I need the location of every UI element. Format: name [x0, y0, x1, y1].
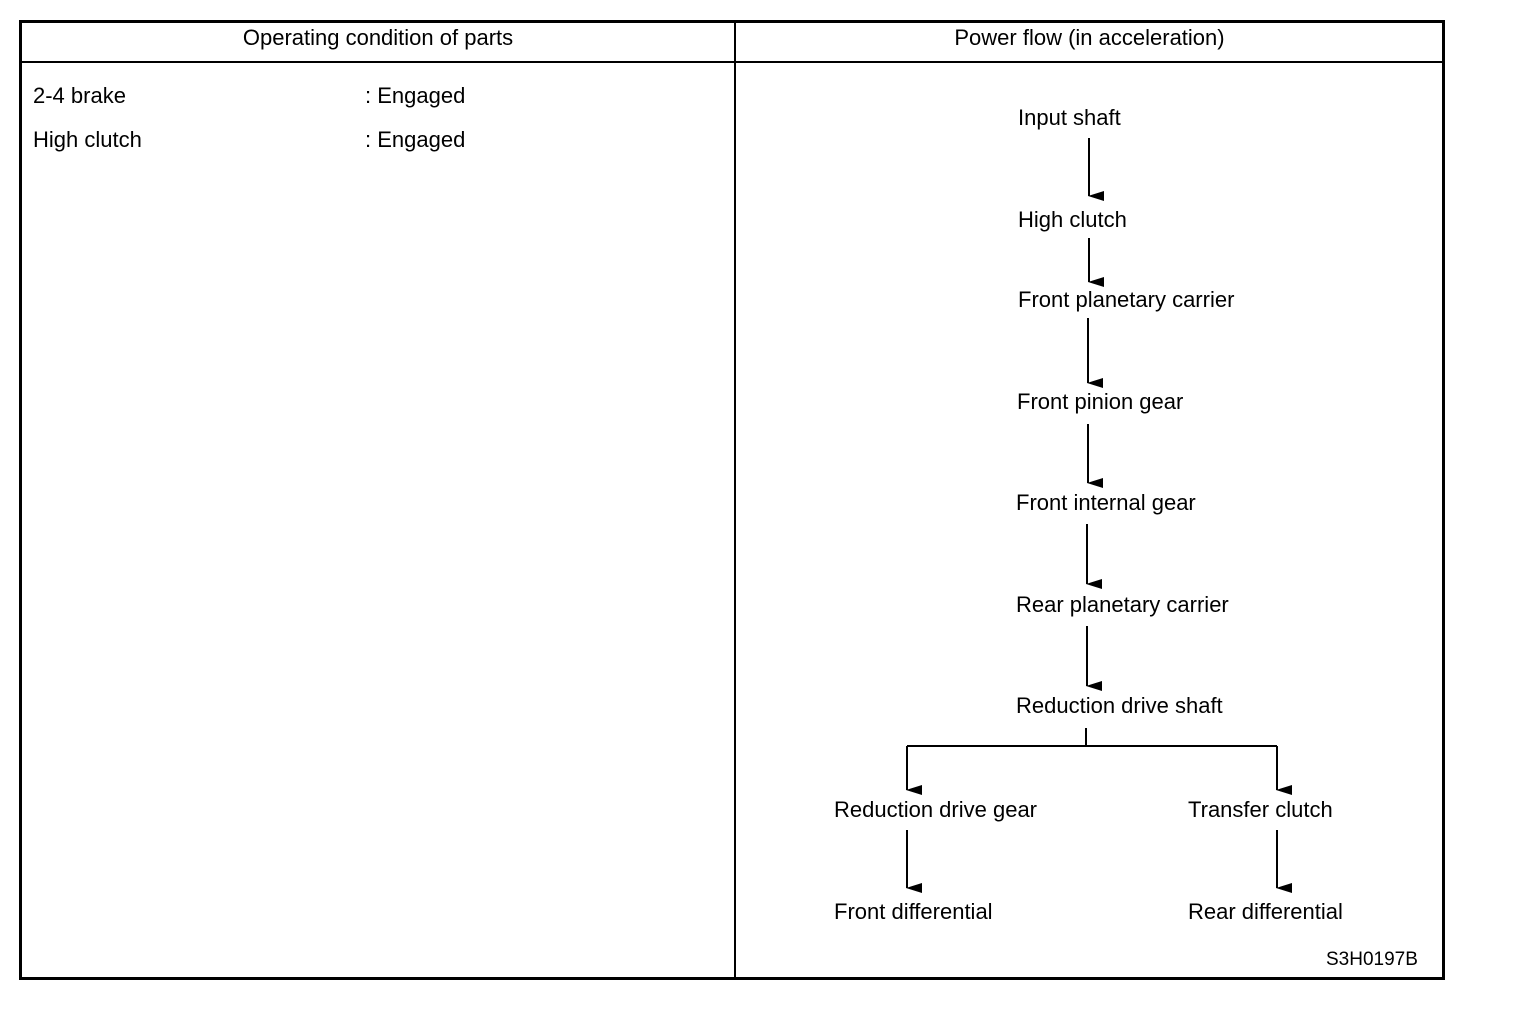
- header-divider: [19, 61, 1445, 63]
- flow-node-front-pinion-gear: Front pinion gear: [1017, 389, 1184, 414]
- condition-part-1: 2-4 brake: [33, 83, 126, 108]
- condition-state-2: : Engaged: [365, 127, 466, 152]
- flow-node-front-planetary-carrier: Front planetary carrier: [1018, 287, 1235, 312]
- flow-node-front-internal-gear: Front internal gear: [1016, 490, 1196, 515]
- flow-node-high-clutch: High clutch: [1018, 207, 1127, 232]
- condition-part-2: High clutch: [33, 127, 142, 152]
- flow-node-rear-differential: Rear differential: [1188, 899, 1343, 924]
- header-power-flow: Power flow (in acceleration): [954, 25, 1225, 50]
- flow-node-reduction-drive-gear: Reduction drive gear: [834, 797, 1038, 822]
- table-frame: [19, 20, 1445, 980]
- condition-state-1: : Engaged: [365, 83, 466, 108]
- figure-code: S3H0197B: [1326, 949, 1418, 970]
- header-operating-condition: Operating condition of parts: [242, 25, 514, 50]
- flow-node-reduction-drive-shaft: Reduction drive shaft: [1016, 693, 1223, 718]
- flow-node-transfer-clutch: Transfer clutch: [1188, 797, 1333, 822]
- flow-node-input-shaft: Input shaft: [1018, 105, 1121, 130]
- flow-node-rear-planetary-carrier: Rear planetary carrier: [1016, 592, 1229, 617]
- column-divider: [734, 20, 736, 980]
- flow-node-front-differential: Front differential: [834, 899, 993, 924]
